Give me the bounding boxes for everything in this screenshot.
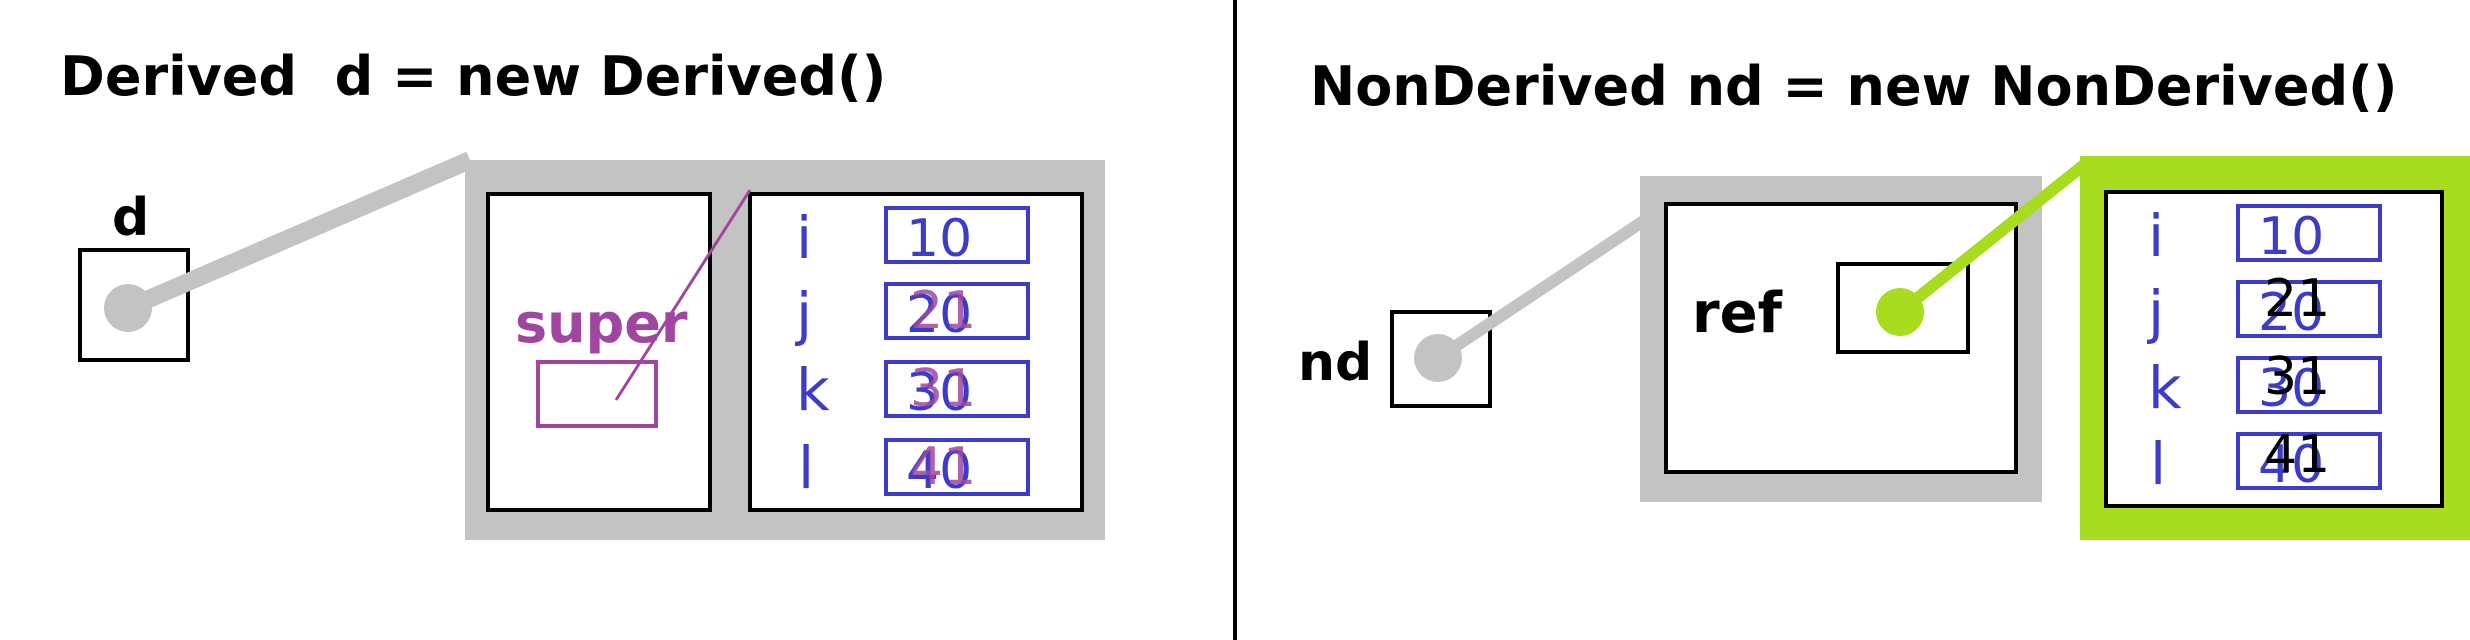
right-var-label: nd	[1298, 333, 1372, 393]
left-field-new-value: 31	[910, 359, 976, 419]
left-super-panel	[486, 192, 712, 512]
right-pointer-dot	[1414, 334, 1462, 382]
left-field-value-box	[884, 360, 1030, 418]
left-field-name: k	[796, 356, 830, 424]
left-field-old-value: 10	[906, 209, 972, 269]
left-var-label: d	[112, 188, 149, 248]
left-field-name: i	[796, 204, 812, 272]
left-super-label: super	[515, 292, 688, 355]
left-field-rows: i 10 j 20 21 k 30 31 l 40 41	[794, 204, 1030, 502]
left-field-old-value: 30	[906, 363, 972, 423]
right-field-rows: i 10 j 20 21 k 30 31 l 40 41	[2146, 202, 2382, 498]
right-pointer-line	[1434, 205, 1664, 363]
left-field-old-value: 20	[906, 285, 972, 345]
left-field-name: j	[794, 280, 812, 348]
right-field-name: j	[2146, 278, 2164, 346]
right-field-old-value: 10	[2258, 207, 2324, 267]
right-field-new-value: 31	[2264, 347, 2330, 407]
left-pointer-line	[124, 151, 474, 317]
left-field-value-box	[884, 206, 1030, 264]
right-field-value-box	[2236, 204, 2382, 262]
right-field-old-value: 30	[2258, 359, 2324, 419]
right-field-old-value: 20	[2258, 283, 2324, 343]
left-field-new-value: 41	[910, 437, 976, 497]
left-field-value-box	[884, 282, 1030, 340]
right-field-old-value: 40	[2258, 435, 2324, 495]
right-field-value-box	[2236, 432, 2382, 490]
right-field-value-box	[2236, 280, 2382, 338]
left-field-name: l	[798, 434, 814, 502]
right-fields-panel	[2104, 190, 2444, 508]
right-ref-pointer-line	[1896, 155, 2094, 317]
right-title: NonDerived nd = new NonDerived()	[1310, 55, 2397, 118]
right-field-name: l	[2150, 430, 2166, 498]
right-field-name: k	[2148, 354, 2182, 422]
left-title: Derived d = new Derived()	[60, 45, 886, 108]
left-field-old-value: 40	[906, 441, 972, 501]
right-field-value-box	[2236, 356, 2382, 414]
left-pointer-dot	[104, 284, 152, 332]
right-field-name: i	[2148, 202, 2164, 270]
right-ref-pointer-dot	[1876, 288, 1924, 336]
right-field-new-value: 21	[2264, 269, 2330, 329]
left-field-value-box	[884, 438, 1030, 496]
left-super-ref-box	[536, 360, 658, 428]
left-super-pointer	[614, 189, 752, 401]
right-field-new-value: 41	[2264, 425, 2330, 485]
left-field-new-value: 21	[910, 281, 976, 341]
right-ref-label: ref	[1692, 281, 1783, 346]
